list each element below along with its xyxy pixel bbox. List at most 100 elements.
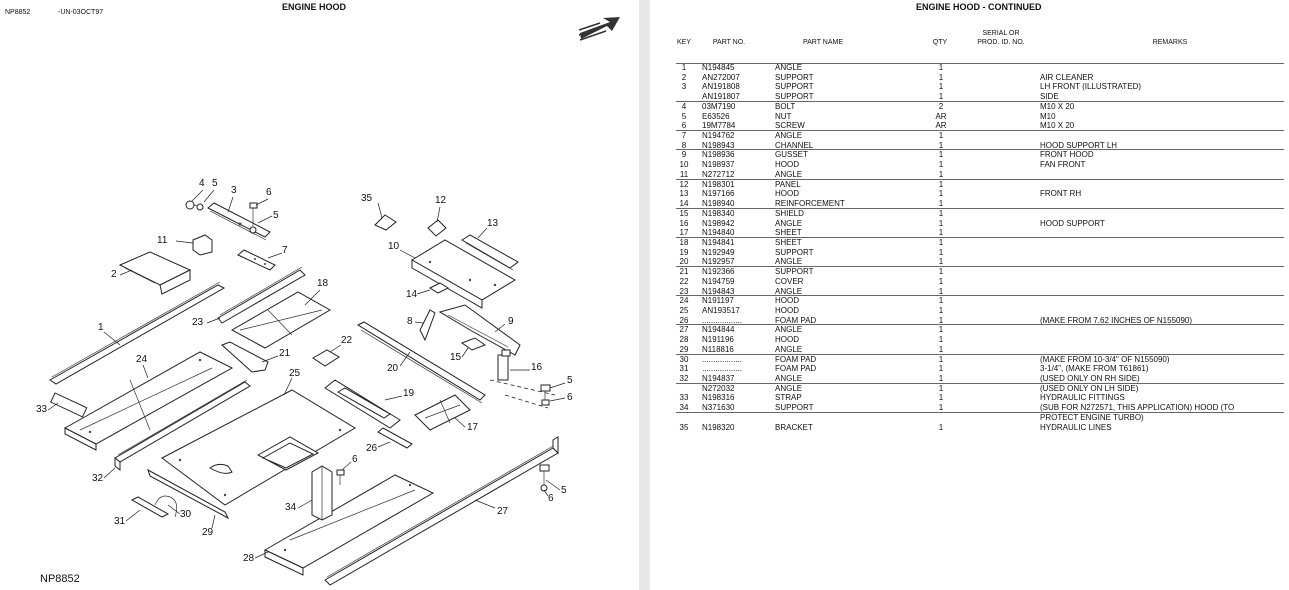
cell-key: 31 (679, 364, 689, 374)
cell-part-no: N197166 (702, 189, 735, 199)
table-rule (676, 130, 1284, 132)
exploded-view-illustration (47, 17, 620, 586)
cell-part-name: SHIELD (775, 208, 804, 218)
callout-10: 10 (388, 241, 400, 252)
part-22-cover (312, 349, 340, 367)
callout-5-top: 5 (212, 178, 218, 189)
cell-qty: 1 (938, 179, 944, 189)
cell-remarks: (MAKE FROM 10-3/4" OF N155090) (1040, 354, 1170, 364)
cell-qty: 1 (938, 131, 944, 141)
cell-key: 11 (679, 169, 689, 179)
part-9-gusset (438, 304, 521, 356)
callout-2: 2 (111, 269, 117, 280)
col-serial-line2: PROD. ID. NO. (977, 39, 1025, 46)
cell-remarks: FAN FRONT (1040, 160, 1086, 170)
cell-part-no: N191197 (702, 296, 734, 306)
table-rule (676, 236, 1284, 238)
cell-part-name: SUPPORT (775, 72, 814, 82)
leader-lines (47, 189, 566, 559)
cell-part-no: N198936 (702, 150, 735, 160)
callout-5-mid: 5 (273, 210, 279, 221)
cell-part-name: ANGLE (775, 325, 803, 335)
dashed-assembly-line (489, 379, 556, 409)
cell-qty: 1 (938, 325, 944, 335)
table-rule (676, 207, 1284, 209)
cell-part-name: FOAM PAD (775, 354, 817, 364)
cell-key: 2 (681, 72, 687, 82)
part-6-screw-mid (336, 469, 345, 485)
cell-qty: 1 (938, 257, 944, 267)
cell-part-no: N198320 (702, 422, 735, 432)
table-rule (676, 353, 1284, 355)
cell-key: 3 (681, 82, 687, 92)
callout-17: 17 (467, 422, 479, 433)
cell-part-name: SUPPORT (775, 82, 814, 92)
cell-qty: 1 (938, 364, 944, 374)
cell-key: 30 (679, 354, 689, 364)
cell-part-name: SUPPORT (775, 92, 814, 102)
table-rule (676, 178, 1284, 180)
cell-key: 32 (679, 374, 689, 384)
cell-key: 25 (679, 306, 689, 315)
callout-3: 3 (231, 185, 237, 196)
table-rule (676, 63, 1284, 64)
cell-remarks: FRONT RH (1040, 189, 1082, 199)
cell-key: 5 (681, 111, 687, 121)
part-31-foam-pad (130, 496, 170, 518)
cell-part-no: .................. (702, 364, 743, 374)
callout-23: 23 (192, 317, 204, 328)
cell-qty: 1 (938, 422, 944, 432)
cell-part-no: N272712 (702, 169, 735, 179)
cell-qty: 2 (938, 101, 944, 111)
front-arrow-icon (578, 17, 620, 41)
cell-part-name: NUT (775, 111, 792, 121)
callout-21: 21 (279, 348, 291, 359)
table-rule (676, 382, 1284, 384)
cell-part-no: N118816 (702, 344, 734, 354)
callout-6-right: 6 (567, 392, 573, 403)
callout-22: 22 (341, 335, 353, 346)
cell-part-name: ANGLE (775, 286, 803, 296)
cell-qty: 1 (938, 344, 944, 354)
cell-part-name: REINFORCEMENT (775, 199, 845, 209)
cell-key: 7 (681, 131, 687, 141)
cell-part-no: N194843 (702, 286, 735, 296)
cell-remarks: (SUB FOR N272571, THIS APPLICATION) HOOD… (1040, 403, 1235, 413)
cell-key: 22 (679, 276, 689, 286)
cell-part-no: N272032 (702, 383, 735, 393)
cell-part-no: N198316 (702, 393, 735, 403)
cell-part-name: HOOD (775, 296, 799, 306)
callout-30: 30 (180, 509, 192, 520)
cell-qty: 1 (938, 393, 944, 403)
cell-key: 18 (679, 237, 689, 247)
cell-qty: 1 (938, 374, 944, 384)
part-13-hood (461, 234, 519, 271)
cell-key: 34 (679, 403, 689, 413)
cell-key: 8 (681, 140, 687, 150)
callout-6-mid: 6 (352, 454, 358, 465)
page-title: ENGINE HOOD (282, 2, 347, 12)
cell-part-no: .................. (702, 315, 743, 325)
col-serial-line1: SERIAL OR (982, 30, 1020, 37)
cell-key: 23 (679, 286, 689, 296)
cell-remarks: FRONT HOOD (1040, 150, 1094, 160)
cell-part-name: HOOD (775, 306, 799, 315)
cell-part-name: SUPPORT (775, 267, 814, 277)
callout-26: 26 (366, 443, 378, 454)
cell-key: 28 (679, 335, 689, 345)
cell-part-name: SUPPORT (775, 247, 814, 257)
doc-number: NP8852 (5, 9, 31, 16)
cell-qty: 1 (938, 383, 944, 393)
cell-part-no: N198301 (702, 179, 735, 189)
part-26-foam-pad (377, 427, 413, 449)
callout-5-right: 5 (567, 375, 573, 386)
cell-part-no: N192366 (702, 267, 735, 277)
cell-key: 9 (681, 150, 687, 160)
col-key: KEY (676, 39, 691, 46)
part-25-hood (161, 389, 356, 506)
part-12-panel (427, 219, 447, 237)
cell-key: 16 (679, 218, 689, 228)
cell-remarks: AIR CLEANER (1040, 72, 1094, 82)
cell-remarks: SIDE (1040, 92, 1059, 102)
callout-15: 15 (450, 352, 462, 363)
